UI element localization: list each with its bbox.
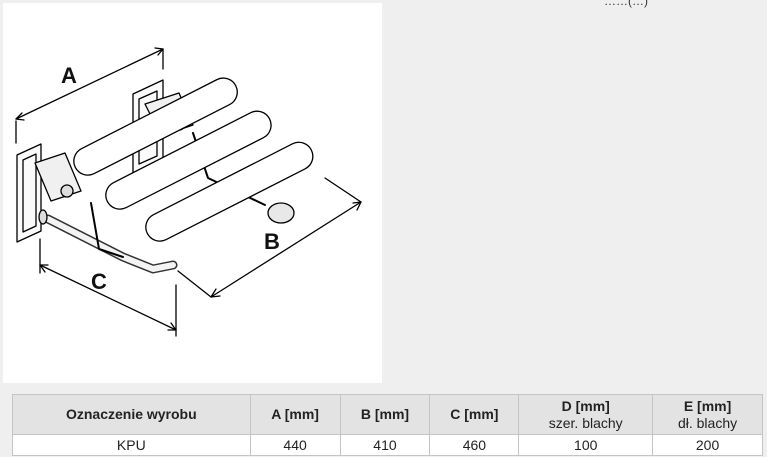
table-row: KPU 440 410 460 100 200 xyxy=(12,434,763,456)
cell-b: 410 xyxy=(339,434,431,456)
header-dimension-d-sub: szer. blachy xyxy=(548,414,623,431)
cell-c: 460 xyxy=(429,434,520,456)
cropped-top-text: ……(…) xyxy=(604,0,648,8)
dimension-c-label: C xyxy=(91,269,107,294)
cell-e: 200 xyxy=(652,434,763,456)
dimension-b-label: B xyxy=(264,229,280,254)
header-dimension-e-sub: dł. blachy xyxy=(677,414,738,431)
cell-a: 440 xyxy=(249,434,341,456)
header-dimension-b: B [mm] xyxy=(339,394,431,435)
cell-product-code: KPU xyxy=(12,434,251,456)
header-dimension-e: E [mm]dł. blachy xyxy=(652,394,763,435)
spec-table-header-row: Oznaczenie wyrobu A [mm] B [mm] C [mm] D… xyxy=(12,394,763,435)
seat-technical-drawing: A B C xyxy=(3,3,382,383)
cell-d: 100 xyxy=(518,434,654,456)
dimension-a-label: A xyxy=(61,63,77,88)
header-dimension-a: A [mm] xyxy=(249,394,341,435)
spec-table: Oznaczenie wyrobu A [mm] B [mm] C [mm] D… xyxy=(12,394,763,456)
header-product-code: Oznaczenie wyrobu xyxy=(12,394,251,435)
header-dimension-c: C [mm] xyxy=(429,394,520,435)
header-dimension-d: D [mm]szer. blachy xyxy=(518,394,654,435)
